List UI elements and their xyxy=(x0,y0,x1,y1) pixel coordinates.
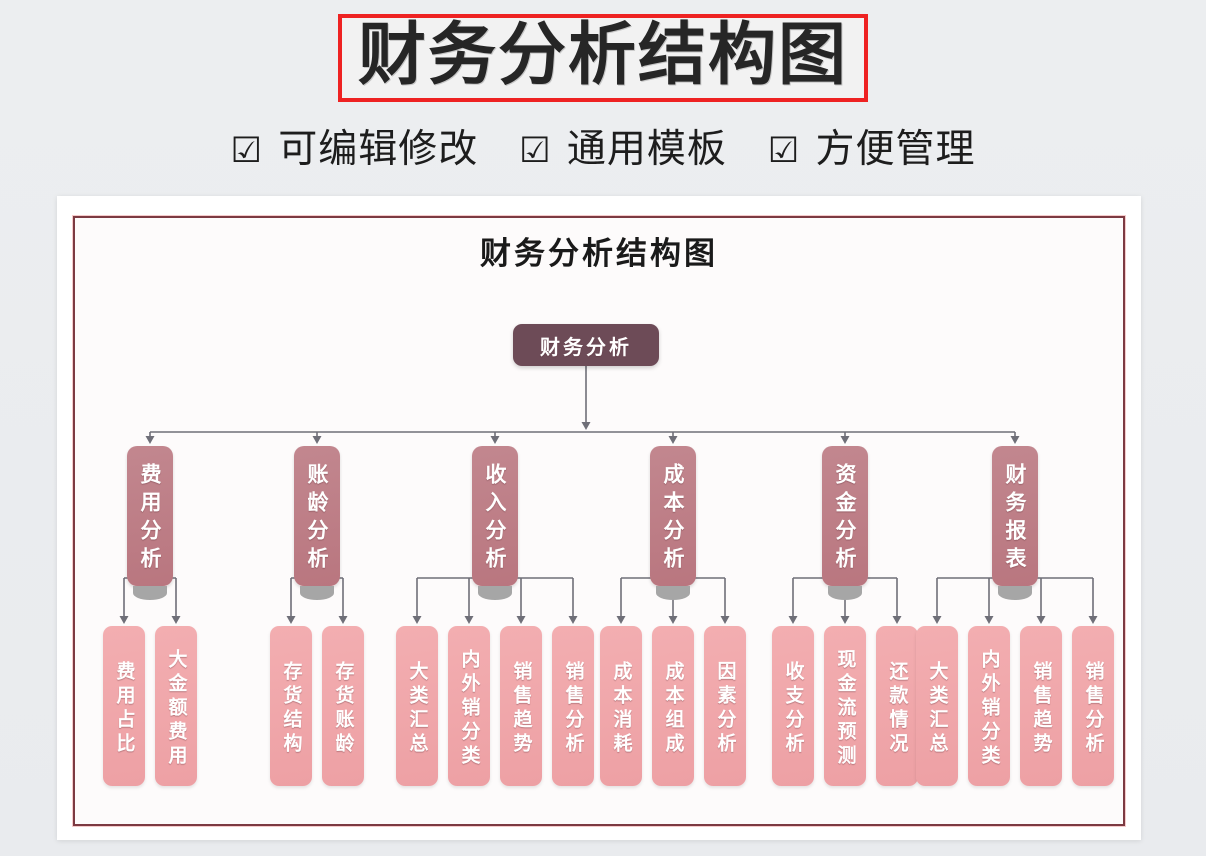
leaf-node-4-1-label: 现金流预测 xyxy=(834,648,856,769)
diagram-card: 财务分析结构图 财务分析费用分析费用占比 大金额费用 账龄分析存货结构 存货账龄 收入分… xyxy=(57,196,1141,840)
leaf-node-2-1[interactable]: 内外销分类 xyxy=(448,626,490,786)
leaf-node-5-0[interactable]: 大类汇总 xyxy=(916,626,958,786)
branch-node-0-label: 费用分析 xyxy=(138,463,162,575)
check-icon: ☑ xyxy=(230,131,263,171)
feature-list: ☑ 可编辑修改 ☑ 通用模板 ☑ 方便管理 xyxy=(0,118,1206,174)
branch-node-3-label: 成本分析 xyxy=(661,463,685,575)
leaf-node-1-0-label: 存货结构 xyxy=(280,660,302,757)
leaf-node-0-0-label: 费用占比 xyxy=(113,660,135,757)
leaf-node-5-2[interactable]: 销售趋势 xyxy=(1020,626,1062,786)
branch-connector-cap-3 xyxy=(656,586,690,600)
branch-connector-cap-0 xyxy=(133,586,167,600)
branch-connector-cap-1 xyxy=(300,586,334,600)
leaf-node-5-3-label: 销售分析 xyxy=(1082,660,1104,757)
leaf-node-5-3[interactable]: 销售分析 xyxy=(1072,626,1114,786)
leaf-node-4-0[interactable]: 收支分析 xyxy=(772,626,814,786)
page-header: 财务分析结构图 ☑ 可编辑修改 ☑ 通用模板 ☑ 方便管理 xyxy=(0,0,1206,174)
leaf-node-4-1[interactable]: 现金流预测 xyxy=(824,626,866,786)
leaf-node-4-2[interactable]: 还款情况 xyxy=(876,626,918,786)
leaf-node-5-0-label: 大类汇总 xyxy=(926,660,948,757)
leaf-node-5-2-label: 销售趋势 xyxy=(1030,660,1052,757)
leaf-node-4-0-label: 收支分析 xyxy=(782,660,804,757)
leaf-node-5-1-label: 内外销分类 xyxy=(978,648,1000,769)
branch-connector-cap-4 xyxy=(828,586,862,600)
branch-node-5[interactable]: 财务报表 xyxy=(992,446,1038,586)
leaf-node-3-1-label: 成本组成 xyxy=(662,660,684,757)
leaf-node-3-2[interactable]: 因素分析 xyxy=(704,626,746,786)
leaf-node-2-2[interactable]: 销售趋势 xyxy=(500,626,542,786)
branch-node-1[interactable]: 账龄分析 xyxy=(294,446,340,586)
leaf-node-1-0[interactable]: 存货结构 xyxy=(270,626,312,786)
feature-label-2: 方便管理 xyxy=(815,127,976,172)
leaf-node-1-1-label: 存货账龄 xyxy=(332,660,354,757)
root-node[interactable]: 财务分析 xyxy=(513,324,659,366)
leaf-node-0-1-label: 大金额费用 xyxy=(165,648,187,769)
branch-connector-cap-5 xyxy=(998,586,1032,600)
leaf-node-3-0[interactable]: 成本消耗 xyxy=(600,626,642,786)
leaf-node-2-1-label: 内外销分类 xyxy=(458,648,480,769)
leaf-node-0-0[interactable]: 费用占比 xyxy=(103,626,145,786)
branch-node-0[interactable]: 费用分析 xyxy=(127,446,173,586)
leaf-node-2-3[interactable]: 销售分析 xyxy=(552,626,594,786)
leaf-node-2-3-label: 销售分析 xyxy=(562,660,584,757)
leaf-node-4-2-label: 还款情况 xyxy=(886,660,908,757)
leaf-node-3-1[interactable]: 成本组成 xyxy=(652,626,694,786)
feature-label-0: 可编辑修改 xyxy=(278,127,479,172)
branch-node-1-label: 账龄分析 xyxy=(305,463,329,575)
branch-node-2-label: 收入分析 xyxy=(483,463,507,575)
branch-node-5-label: 财务报表 xyxy=(1003,463,1027,575)
diagram-canvas: 财务分析结构图 财务分析费用分析费用占比 大金额费用 账龄分析存货结构 存货账龄 收入分… xyxy=(57,196,1141,840)
check-icon: ☑ xyxy=(767,131,801,171)
leaf-node-5-1[interactable]: 内外销分类 xyxy=(968,626,1010,786)
leaf-node-3-2-label: 因素分析 xyxy=(714,660,736,757)
page-title: 财务分析结构图 xyxy=(357,16,848,95)
leaf-node-1-1[interactable]: 存货账龄 xyxy=(322,626,364,786)
leaf-node-2-2-label: 销售趋势 xyxy=(510,660,532,757)
leaf-node-2-0-label: 大类汇总 xyxy=(406,660,428,757)
diagram-title: 财务分析结构图 xyxy=(480,236,718,271)
leaf-node-2-0[interactable]: 大类汇总 xyxy=(396,626,438,786)
title-box: 财务分析结构图 xyxy=(337,14,868,102)
feature-label-1: 通用模板 xyxy=(566,127,727,172)
branch-node-4-label: 资金分析 xyxy=(833,463,857,575)
branch-node-4[interactable]: 资金分析 xyxy=(822,446,868,586)
check-icon: ☑ xyxy=(519,131,552,171)
root-node-label: 财务分析 xyxy=(540,336,632,359)
branch-node-2[interactable]: 收入分析 xyxy=(472,446,518,586)
branch-connector-cap-2 xyxy=(478,586,512,600)
leaf-node-0-1[interactable]: 大金额费用 xyxy=(155,626,197,786)
leaf-node-3-0-label: 成本消耗 xyxy=(610,660,632,757)
branch-node-3[interactable]: 成本分析 xyxy=(650,446,696,586)
